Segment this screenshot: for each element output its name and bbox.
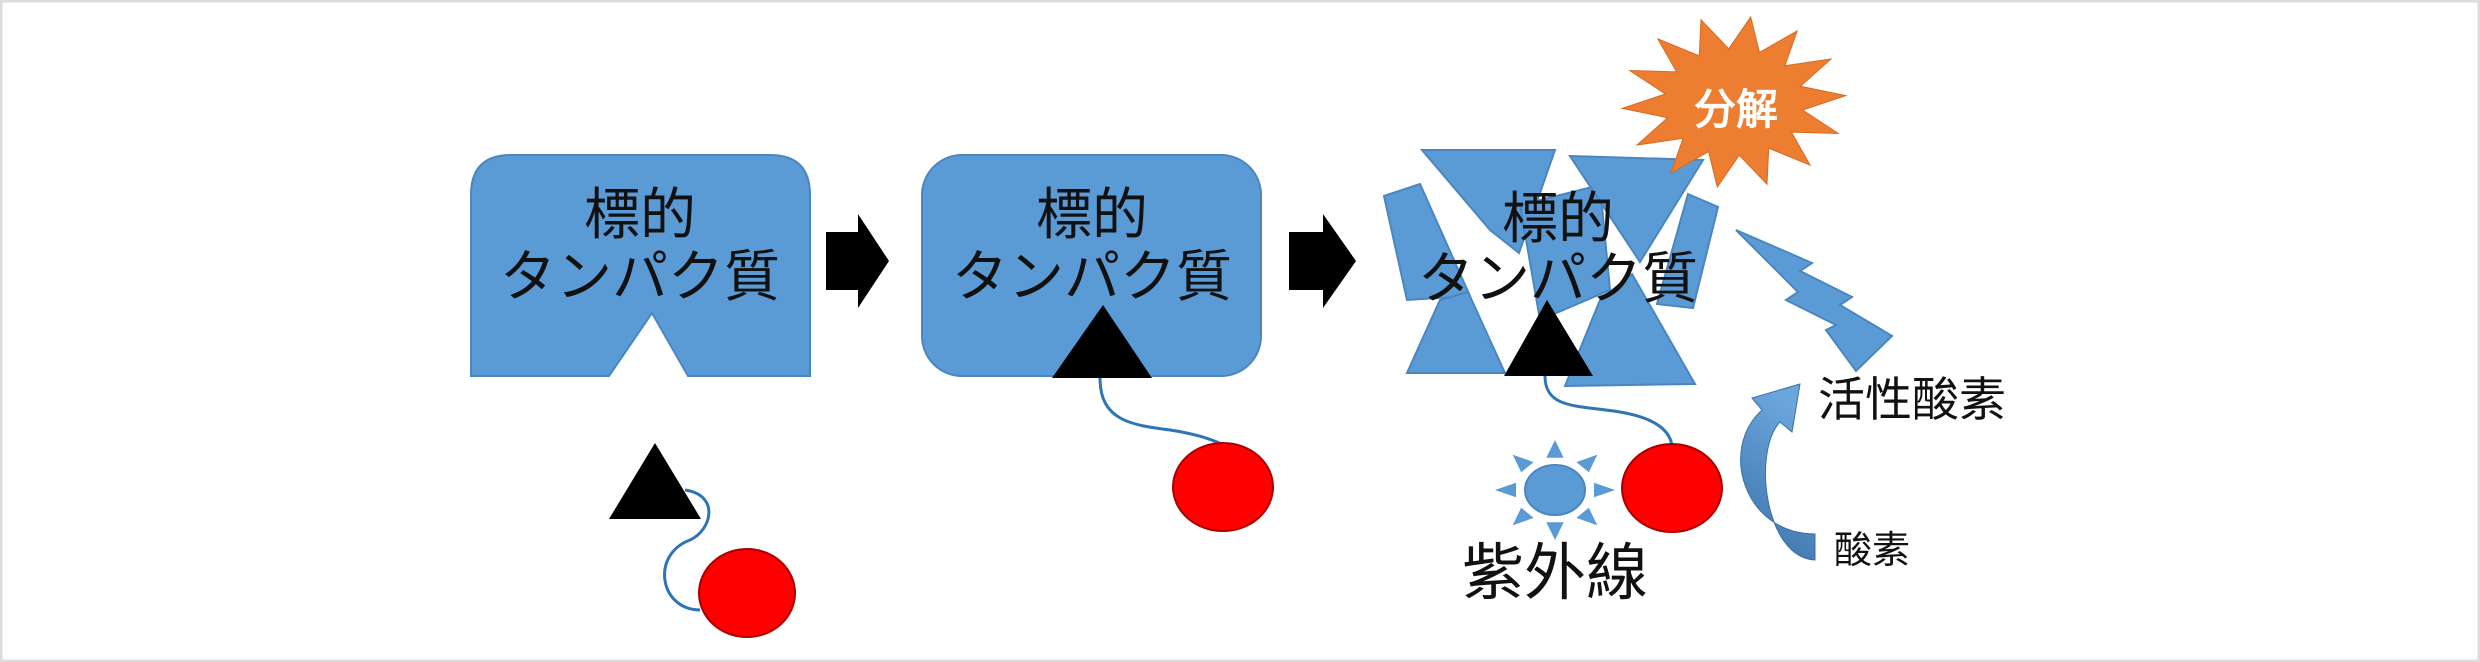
ligand-triangle — [609, 443, 701, 519]
sun-ray — [1512, 454, 1534, 473]
step1-protein: 標的 タンパク質 — [470, 154, 811, 377]
curved-arrow-icon — [1740, 383, 1816, 561]
linker-line — [663, 488, 711, 612]
photosensitizer-dot — [1621, 443, 1723, 533]
protein-label-line2: タンパク質 — [500, 245, 780, 310]
protein-label-line2: タンパク質 — [1418, 247, 1698, 312]
protein-fragment — [1568, 154, 1705, 264]
protein-fragment — [1518, 183, 1612, 322]
sun-ray — [1546, 440, 1564, 458]
protein-fragment — [1419, 149, 1557, 255]
target-protein-shape — [470, 154, 811, 377]
step3-degraded-protein — [1382, 149, 1720, 388]
burst-star-icon — [1620, 15, 1848, 189]
photosensitizer-dot — [1172, 442, 1274, 532]
protein-fragment — [1563, 272, 1697, 388]
sun-ray — [1495, 482, 1516, 498]
sun-ray — [1546, 522, 1564, 540]
ligand-triangle — [1052, 305, 1152, 378]
photosensitizer-dot — [698, 548, 796, 638]
sun-icon — [1495, 440, 1615, 540]
protein-label-line1: 標的 — [1502, 187, 1614, 252]
sun-core — [1524, 464, 1586, 516]
uv-label: 紫外線 — [1462, 536, 1648, 609]
arrow-right-icon — [826, 214, 889, 308]
oxygen-label: 酸素 — [1834, 528, 1910, 572]
sun-ray — [1576, 454, 1598, 473]
arrow-right-icon — [1289, 214, 1356, 308]
degradation-burst: 分解 — [1620, 15, 1848, 189]
protein-label-line1: 標的 — [1036, 183, 1148, 248]
step1-ligand — [609, 443, 796, 638]
protein-label-line1: 標的 — [584, 183, 696, 248]
lightning-bolt-icon — [1735, 229, 1894, 373]
sun-ray — [1594, 482, 1615, 498]
sun-ray — [1512, 507, 1534, 526]
burst-label: 分解 — [1694, 85, 1778, 134]
protein-fragment — [1405, 290, 1507, 374]
protein-label-line2: タンパク質 — [952, 245, 1232, 310]
protein-fragment — [1655, 192, 1720, 310]
linker-line — [1098, 377, 1225, 447]
active-oxygen-label: 活性酸素 — [1818, 373, 2006, 428]
ligand-triangle — [1504, 300, 1593, 376]
linker-line — [1543, 375, 1674, 447]
step2-protein: 標的 タンパク質 — [921, 154, 1274, 532]
sun-ray — [1576, 507, 1598, 526]
